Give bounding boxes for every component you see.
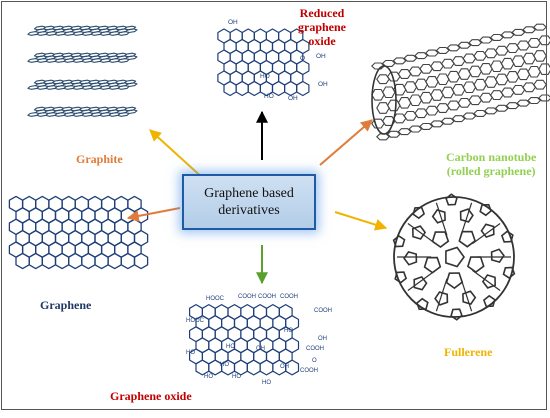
svg-text:COOH: COOH: [238, 294, 256, 300]
graphene-structure-icon: [8, 195, 149, 270]
svg-text:OH: OH: [316, 53, 326, 60]
svg-text:COOH: COOH: [314, 308, 332, 314]
label-cnt-line-2: (rolled graphene): [446, 164, 536, 178]
svg-text:COOH: COOH: [280, 294, 298, 300]
center-node-line-1: Graphene based: [204, 186, 294, 201]
label-graphite: Graphite: [76, 152, 123, 166]
label-fullerene: Fullerene: [444, 345, 493, 359]
label-graphene-oxide: Graphene oxide: [110, 389, 192, 403]
arrow-to-fullerene: [334, 211, 388, 231]
svg-text:OH: OH: [280, 364, 289, 370]
svg-text:HO: HO: [260, 73, 270, 80]
svg-text:HO: HO: [186, 350, 195, 356]
label-rgo-line-1: Reduced: [299, 6, 345, 20]
arrow-to-graphene: [126, 207, 181, 222]
svg-text:O: O: [300, 55, 305, 62]
carbon-nanotube-structure-icon: [371, 23, 550, 141]
label-graphene: Graphene: [40, 298, 92, 312]
svg-text:HO: HO: [204, 374, 213, 380]
svg-text:OH: OH: [228, 19, 238, 26]
svg-text:OH: OH: [288, 95, 298, 102]
label-reduced-graphene-oxide: Reduced graphene oxide: [298, 6, 346, 48]
svg-text:OH: OH: [256, 346, 265, 352]
reduced-graphene-oxide-structure-icon: OH OH HO HO OH O OH: [217, 19, 328, 102]
label-carbon-nanotube: Carbon nanotube (rolled graphene): [446, 150, 536, 178]
svg-text:OH: OH: [318, 81, 328, 88]
svg-text:HO: HO: [262, 380, 271, 386]
svg-text:COOH: COOH: [258, 294, 276, 300]
label-cnt-line-1: Carbon nanotube: [446, 150, 537, 164]
fullerene-structure-icon: [392, 193, 516, 321]
svg-text:HO: HO: [220, 362, 229, 368]
center-node-graphene-based-derivatives: Graphene based derivatives: [182, 174, 316, 230]
svg-text:O: O: [312, 358, 317, 364]
arrow-to-graphite: [149, 129, 206, 181]
svg-text:HOOC: HOOC: [186, 318, 205, 324]
label-rgo-line-2: graphene: [298, 20, 346, 34]
arrow-to-carbon-nanotube: [319, 119, 373, 166]
figure-border: [1, 1, 547, 410]
svg-text:HO: HO: [232, 374, 241, 380]
label-rgo-line-3: oxide: [308, 34, 336, 48]
svg-text:HOOC: HOOC: [206, 296, 225, 302]
graphite-structure-icon: [27, 25, 138, 117]
svg-text:COOH: COOH: [300, 368, 318, 374]
svg-text:HO: HO: [226, 344, 235, 350]
center-node-line-2: derivatives: [218, 203, 280, 218]
svg-text:OH: OH: [318, 336, 327, 342]
svg-text:HO: HO: [264, 93, 274, 100]
svg-text:COOH: COOH: [306, 346, 324, 352]
svg-text:HO: HO: [284, 328, 293, 334]
